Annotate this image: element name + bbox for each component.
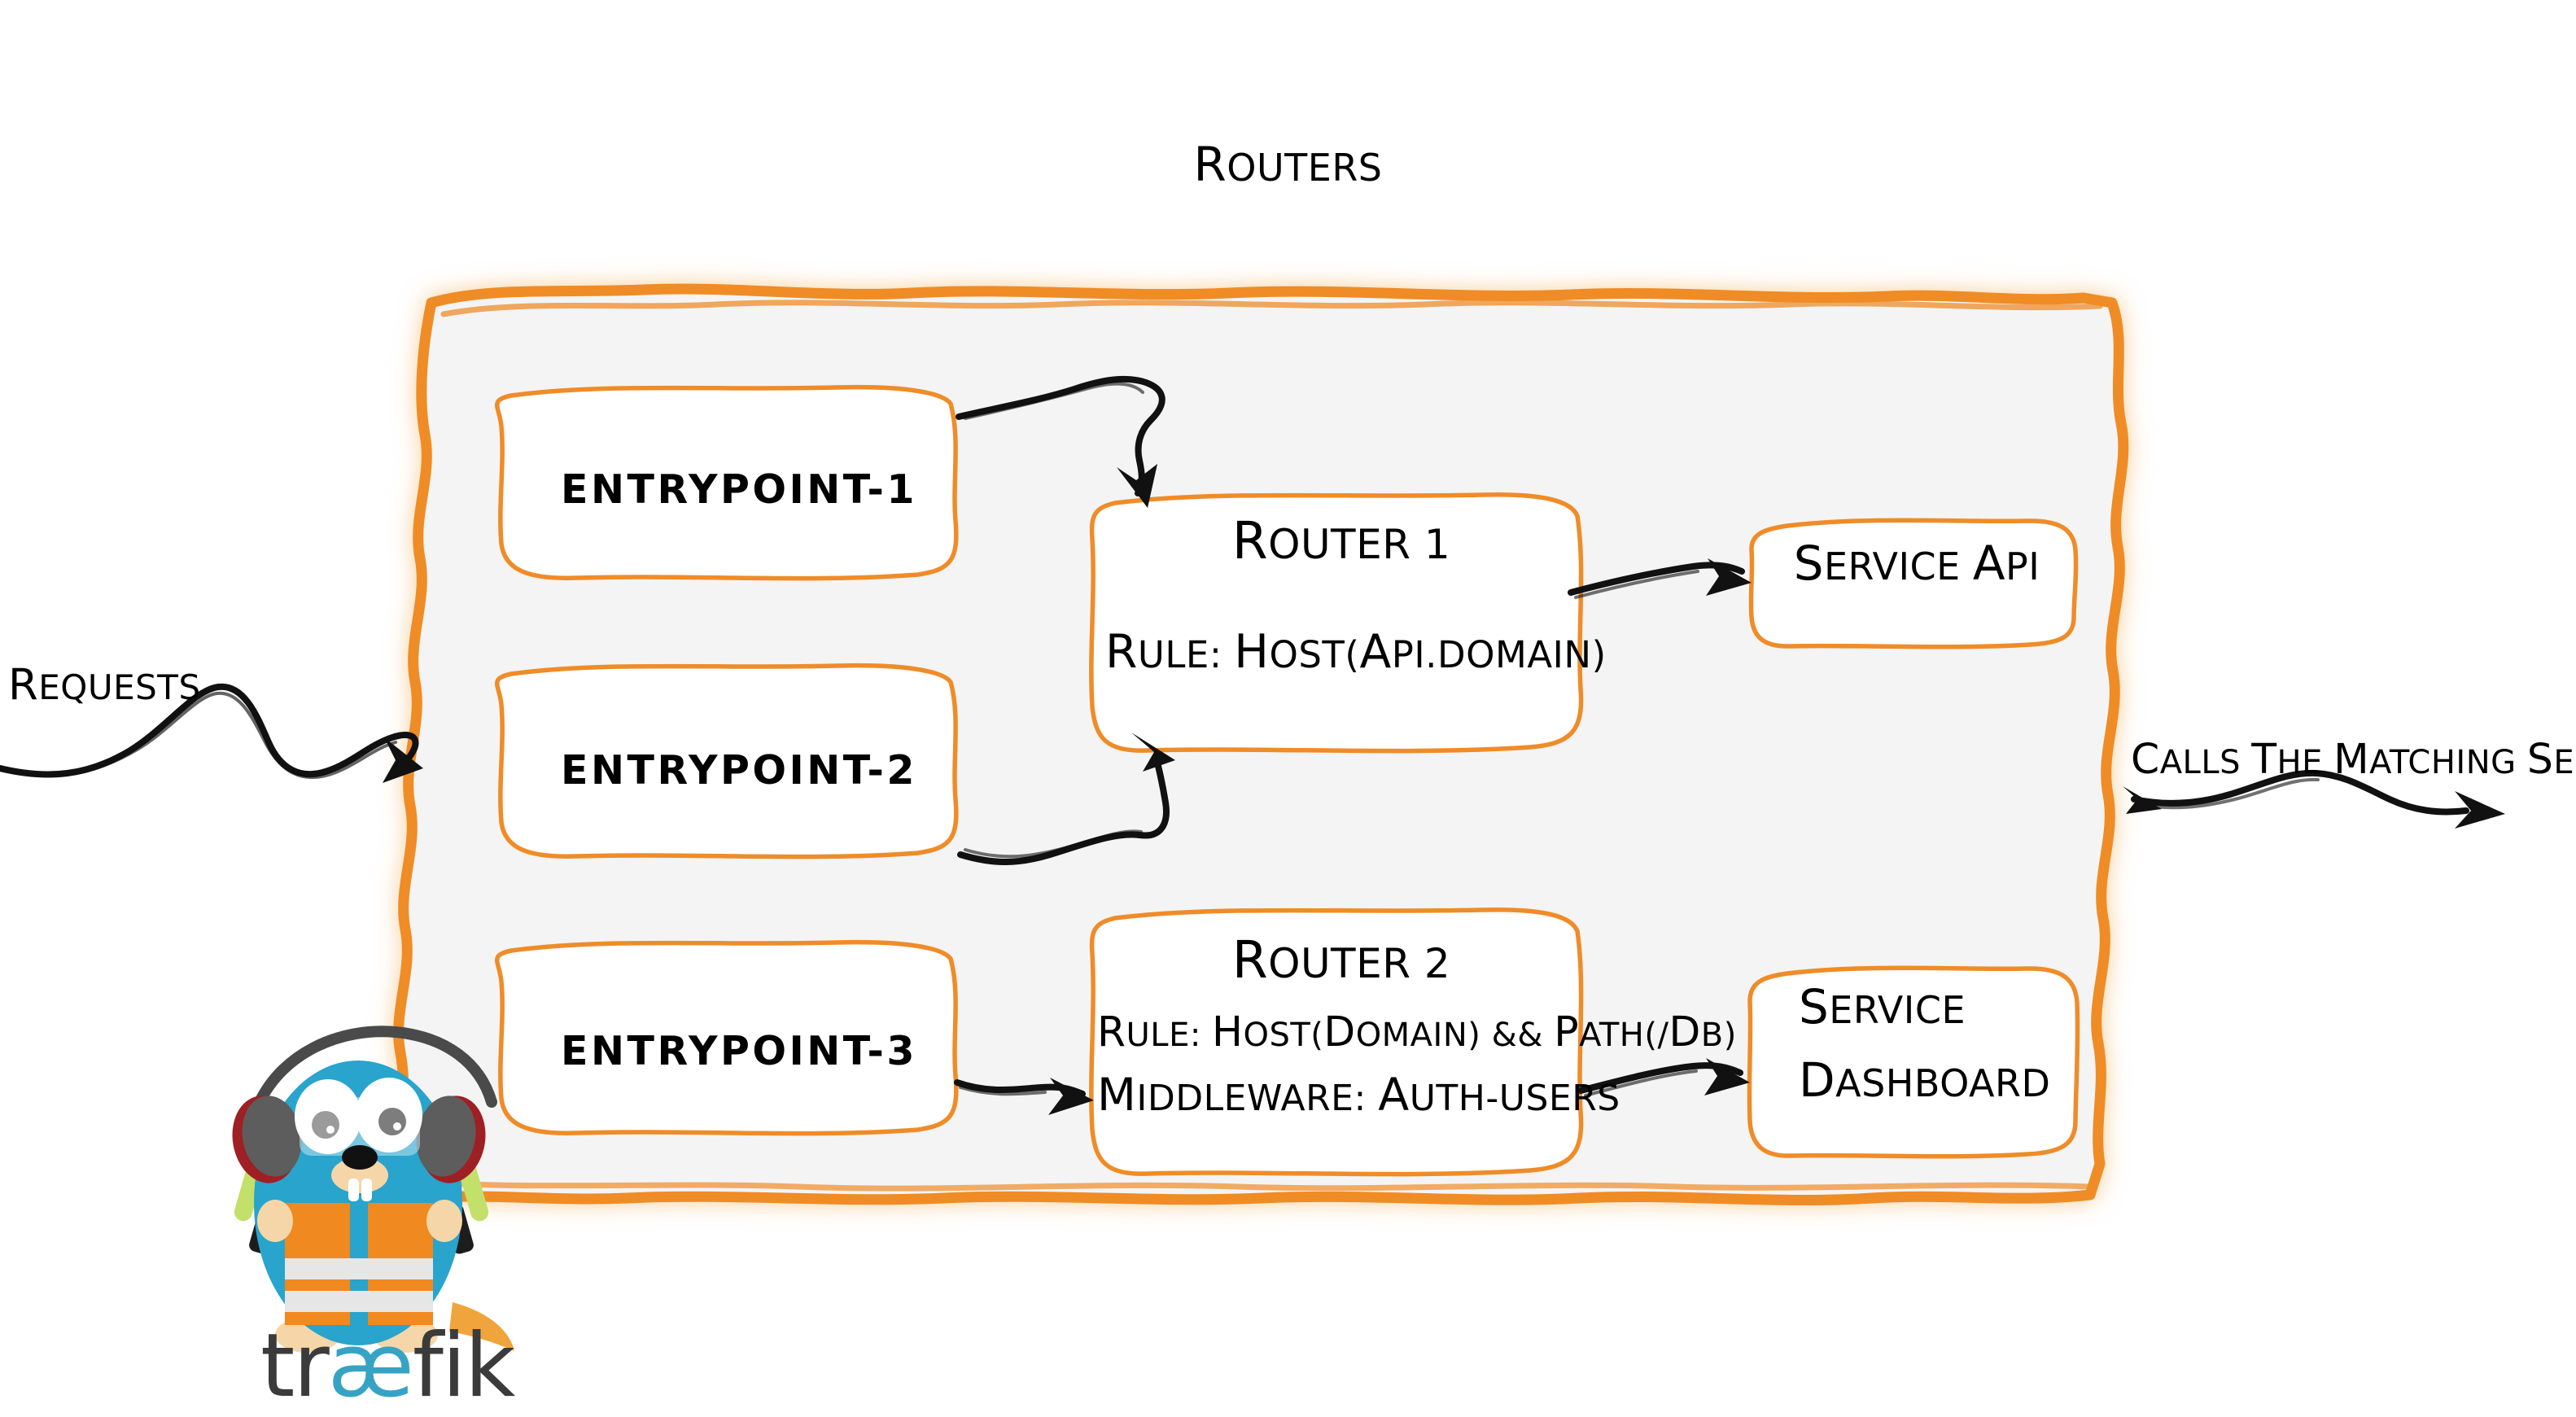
service-api-label: SERVICE API: [1793, 536, 2040, 591]
arrow-router1-to-service-api: [1568, 558, 1752, 599]
wordmark-part-1: tr: [260, 1315, 330, 1417]
router-2-middleware: MIDDLEWARE: AUTH-USERS: [1097, 1069, 1620, 1122]
traefik-wordmark: træfik: [260, 1323, 515, 1410]
arrow-entrypoint1-to-router1: [956, 375, 1166, 508]
router-2-title: ROUTER 2: [1231, 930, 1451, 990]
entrypoint-1-label: entrypoint-1: [561, 466, 917, 513]
service-dashboard-label-line1: SERVICE: [1799, 979, 1966, 1034]
mascot-wand-right: [443, 1134, 489, 1254]
mascot-ear-defender-right: [416, 1096, 486, 1183]
arrow-entrypoint2-to-router1: [957, 733, 1175, 865]
page-title: ROUTERS: [1193, 137, 1383, 192]
router-1-title: ROUTER 1: [1231, 511, 1451, 571]
mascot-wand-left: [234, 1134, 280, 1254]
wordmark-part-ae: æ: [327, 1315, 414, 1417]
mascot-ear-defender-left: [232, 1096, 302, 1183]
wordmark-part-3: fik: [412, 1315, 516, 1417]
service-dashboard-label-line2: DASHBOARD: [1799, 1052, 2051, 1108]
traefik-gopher-mascot: [232, 1026, 514, 1353]
arrow-group: [0, 375, 2505, 1115]
requests-annotation: REQUESTS: [8, 660, 201, 710]
entrypoint-2-label: entrypoint-2: [561, 747, 917, 794]
calls-matching-server-annotation: CALLS THE MATCHING SERVER: [2131, 735, 2576, 783]
router-1-rule: RULE: HOST(API.DOMAIN): [1105, 625, 1607, 679]
router-2-rule: RULE: HOST(DOMAIN) && PATH(/DB): [1097, 1008, 1737, 1056]
arrow-entrypoint3-to-router2: [954, 1078, 1094, 1115]
entrypoint-3-label: entrypoint-3: [561, 1028, 917, 1074]
